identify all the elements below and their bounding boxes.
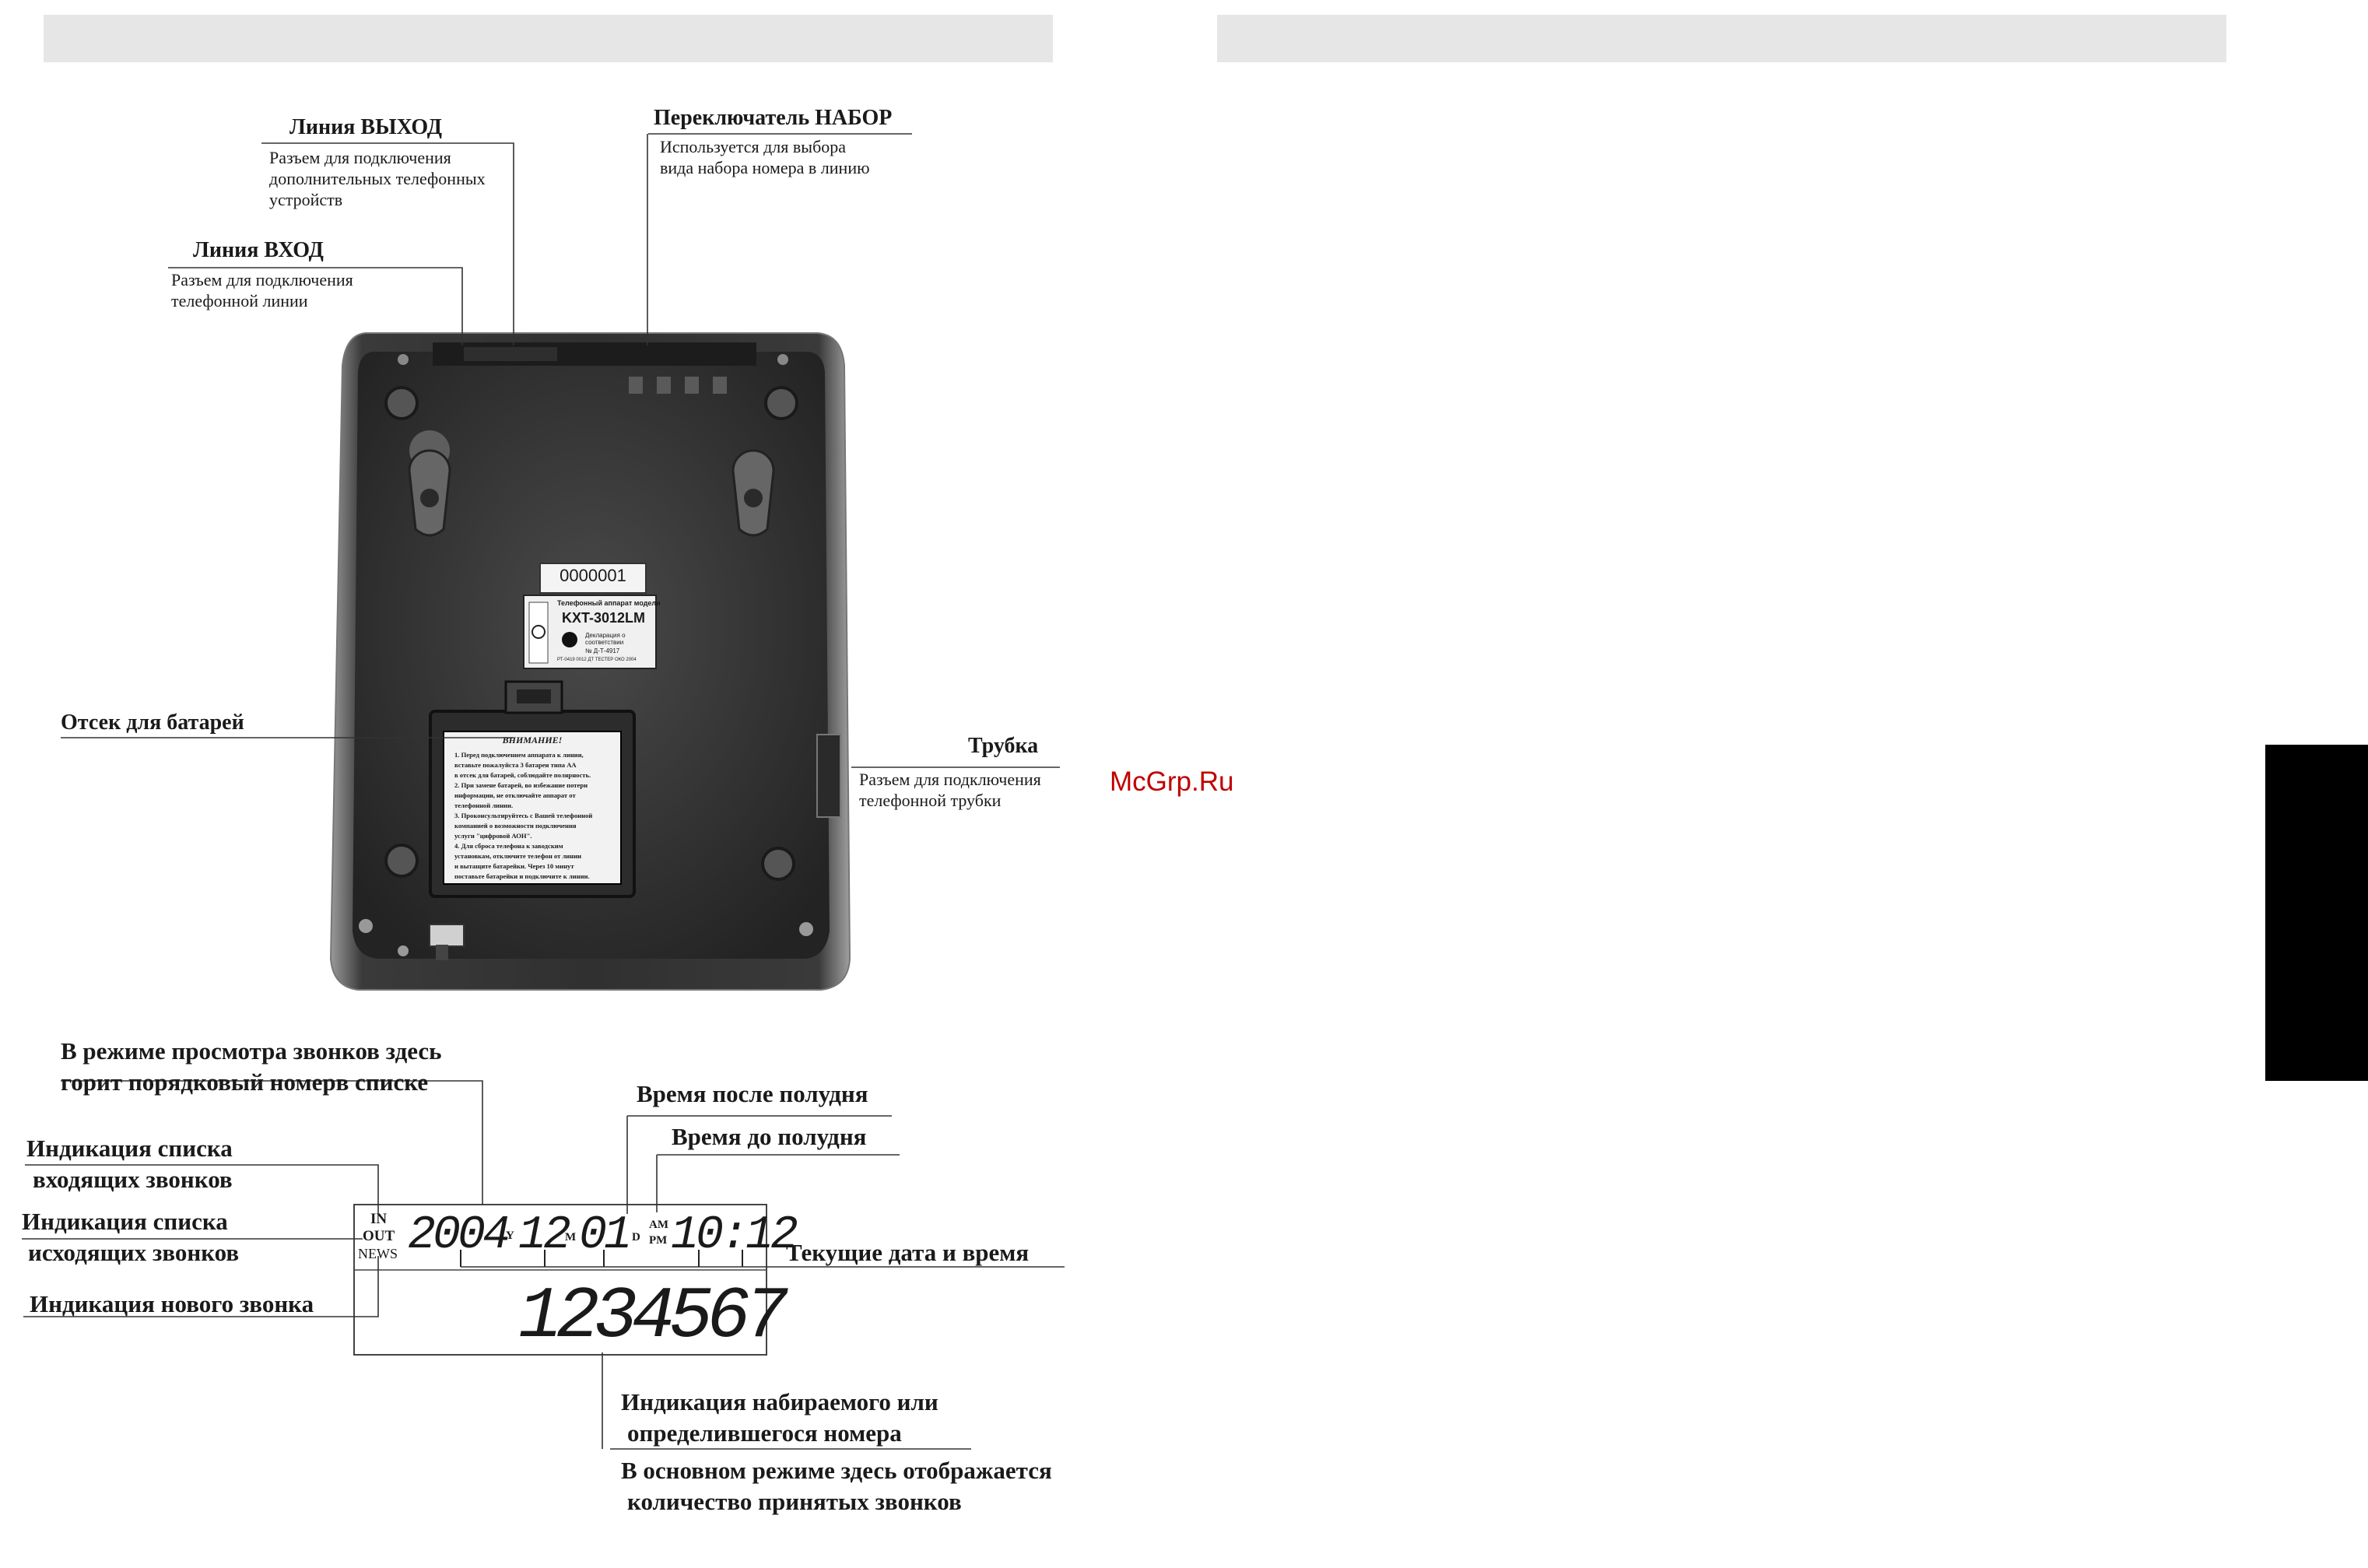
new-call-label: Индикация нового звонка — [30, 1290, 314, 1317]
note-line: В режиме просмотра звонков здесь — [61, 1037, 442, 1065]
lcd-m: M — [565, 1231, 577, 1244]
warning-line: поставьте батарейки и подключите к линии… — [454, 872, 590, 880]
desc-line: телефонной линии — [171, 291, 308, 310]
battery-title: Отсек для батарей — [61, 710, 244, 735]
warning-line: 1. Перед подключением аппарата к линии, — [454, 751, 584, 759]
lcd-number: 1234567 — [518, 1276, 788, 1359]
model-label-title: Телефонный аппарат модели — [557, 599, 661, 607]
label-line: определившегося номера — [627, 1419, 902, 1447]
lcd-diagram — [353, 1204, 767, 1356]
desc-line: Используется для выбора — [660, 137, 847, 156]
desc-line: устройств — [269, 190, 343, 209]
section-tab — [2265, 745, 2368, 1081]
warning-line: информации, не отключайте аппарат от — [454, 791, 576, 799]
top-note: В режиме просмотра звонков здесь горит п… — [61, 1036, 442, 1098]
lcd-news: NEWS — [358, 1246, 398, 1261]
lcd-pm: PM — [649, 1234, 668, 1247]
model-label-model: KXT-3012LM — [562, 610, 646, 626]
line-out-desc: Разъем для подключения дополнительных те… — [269, 147, 486, 210]
in-list-label: Индикация списка входящих звонков — [26, 1133, 233, 1195]
count-label: В основном режиме здесь отображается кол… — [621, 1455, 1052, 1517]
datetime-label: Текущие дата и время — [786, 1239, 1030, 1266]
line-in-desc: Разъем для подключения телефонной линии — [171, 269, 353, 311]
label-line: Индикация списка — [26, 1135, 233, 1162]
lcd-am: AM — [649, 1219, 668, 1231]
warning-line: вставьте пожалуйста 3 батареи типа АА — [454, 761, 577, 769]
serial-sticker — [539, 563, 647, 594]
model-label-footer: РТ-0419 0012 ДТ ТЕСТЕР ОКО 2004 — [557, 658, 637, 662]
label-line: Индикация списка — [22, 1208, 228, 1235]
handset-desc: Разъем для подключения телефонной трубки — [859, 769, 1041, 811]
note-line: горит порядковый номерв списке — [61, 1068, 429, 1096]
lcd-y: Y — [506, 1229, 514, 1242]
number-label: Индикация набираемого или определившегос… — [621, 1387, 938, 1449]
model-label-note: Декларация о соответствии — [585, 632, 626, 646]
pm-label: Время после полудня — [637, 1080, 868, 1107]
line-in-title: Линия ВХОД — [193, 238, 324, 262]
warning-line: в отсек для батарей, соблюдайте полярнос… — [454, 771, 591, 779]
am-label: Время до полудня — [672, 1123, 867, 1150]
desc-line: Разъем для подключения — [269, 148, 451, 167]
desc-line: дополнительных телефонных — [269, 169, 486, 188]
lcd-day: 01 — [579, 1209, 632, 1262]
lcd-d: D — [632, 1231, 640, 1244]
battery-compartment — [429, 680, 636, 898]
warning-line: и вытащите батарейки. Через 10 минут — [454, 862, 574, 870]
warning-line: 2. При замене батарей, во избежание поте… — [454, 781, 588, 789]
lcd-time: 10:12 — [671, 1209, 798, 1262]
warning-line: установкам, отключите телефон от линии — [454, 852, 582, 860]
warning-text: 1. Перед подключением аппарата к линии, … — [454, 750, 618, 882]
handset-title: Трубка — [968, 734, 1039, 758]
lcd-year: 2004 — [408, 1209, 510, 1262]
callout-lines — [61, 133, 1060, 768]
desc-line: Разъем для подключения — [171, 270, 353, 289]
label-line: В основном режиме здесь отображается — [621, 1457, 1052, 1484]
label-line: Индикация набираемого или — [621, 1388, 938, 1415]
line-out-title: Линия ВЫХОД — [289, 115, 443, 139]
dial-switch-desc: Используется для выбора вида набора номе… — [660, 136, 870, 178]
warning-line: телефонной линии. — [454, 802, 514, 809]
header-bar-left — [44, 15, 1053, 62]
dial-switch-title: Переключатель НАБОР — [654, 106, 893, 130]
lcd-callout-lines — [22, 1080, 1065, 1450]
warning-line: 3. Проконсультируйтесь с Вашей телефонно… — [454, 812, 593, 819]
desc-line: вида набора номера в линию — [660, 158, 870, 177]
label-line: исходящих звонков — [28, 1239, 240, 1266]
warning-line: услуги "цифровой АОН". — [454, 832, 532, 840]
label-line: количество принятых звонков — [627, 1488, 962, 1515]
desc-line: Разъем для подключения — [859, 770, 1041, 789]
watermark: McGrp.Ru — [1110, 766, 1234, 797]
lcd-in: IN — [370, 1211, 388, 1227]
header-bar-right — [1217, 15, 2226, 62]
desc-line: телефонной трубки — [859, 791, 1002, 810]
model-label-code: № Д-Т-4917 — [585, 647, 620, 654]
serial-number: 0000001 — [560, 566, 626, 585]
model-label — [523, 595, 657, 669]
lcd-out: OUT — [363, 1228, 395, 1244]
lcd-month: 12 — [518, 1209, 571, 1262]
warning-line: компанией о возможности подключения — [454, 822, 577, 830]
warning-title: ВНИМАНИЕ! — [502, 735, 563, 745]
out-list-label: Индикация списка исходящих звонков — [22, 1206, 239, 1268]
label-line: входящих звонков — [33, 1166, 233, 1193]
warning-line: 4. Для сброса телефона к заводским — [454, 842, 563, 850]
